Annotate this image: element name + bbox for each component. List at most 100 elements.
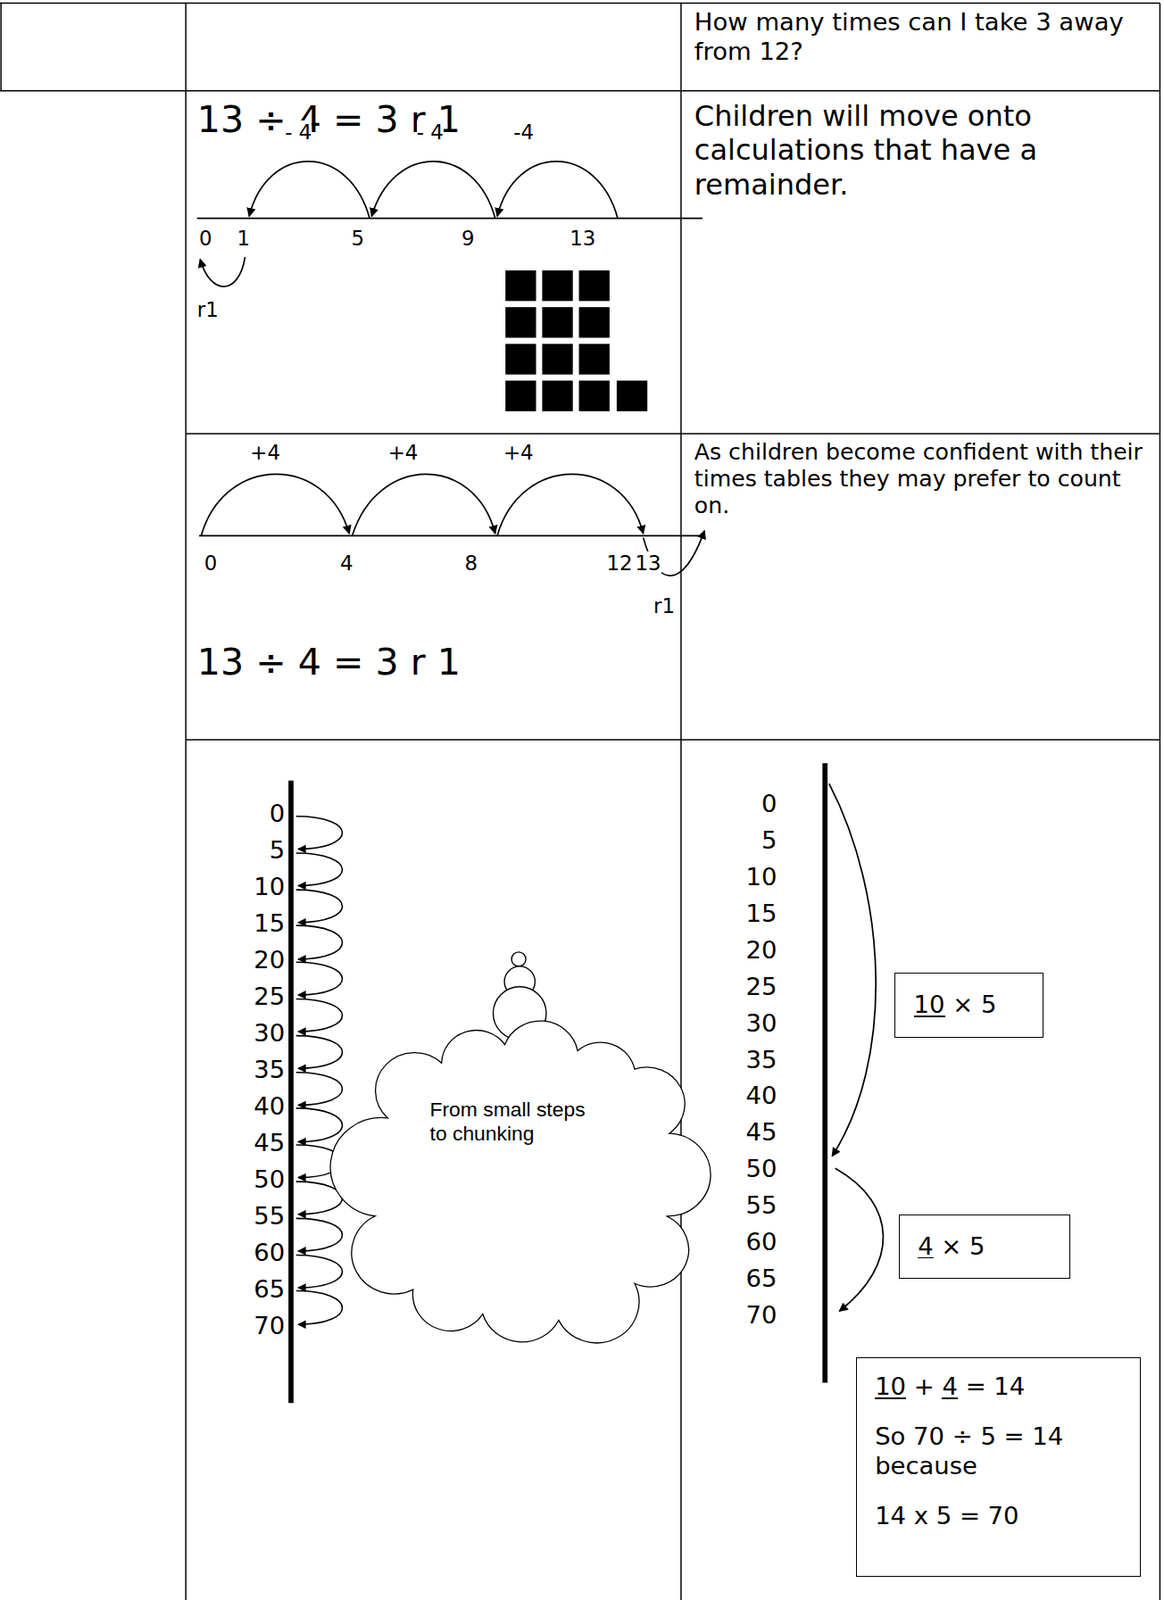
step-arc — [296, 925, 343, 960]
scale-number: 0 — [761, 789, 777, 820]
tick-number: 5 — [350, 226, 365, 251]
table-rule — [0, 2, 1, 91]
scale-number: 15 — [253, 909, 285, 940]
underline — [941, 1397, 957, 1400]
scale-number: 30 — [253, 1019, 285, 1049]
chunk-arc — [829, 783, 876, 1156]
counter-square — [505, 270, 536, 301]
cloud-outline — [362, 1026, 680, 1333]
jump-label: +4 — [388, 440, 419, 466]
step-arc — [296, 1255, 343, 1289]
tick-number: 13 — [569, 226, 596, 251]
chunk-arc — [835, 1168, 884, 1312]
cell-text: Children will move onto calculations tha… — [694, 99, 1144, 202]
tick-number: 9 — [461, 226, 475, 251]
step-arc — [296, 962, 343, 996]
counter-square — [579, 381, 610, 412]
cloud-outline — [330, 1021, 711, 1344]
counter-square — [616, 381, 648, 412]
box-text: 14 x 5 = 70 — [874, 1502, 1122, 1532]
scale-number: 45 — [253, 1129, 285, 1159]
step-arc — [296, 998, 343, 1032]
scale-number: 55 — [746, 1191, 778, 1222]
counter-square — [541, 307, 573, 338]
tick-number: 12 — [606, 551, 632, 576]
scale-number: 10 — [253, 873, 285, 903]
step-arc — [296, 853, 343, 887]
summary-box: 10 + 4 = 14 So 70 ÷ 5 = 14 because 14 x 5 … — [856, 1357, 1141, 1578]
scale-number: 20 — [253, 946, 285, 976]
counter-square — [505, 381, 536, 412]
scale-number: 40 — [746, 1081, 778, 1112]
scale-number: 10 — [746, 863, 778, 893]
scale-number: 35 — [253, 1055, 285, 1086]
number-line — [197, 217, 703, 220]
jump-arc — [249, 161, 370, 219]
cell-text: As children become confident with their … — [694, 439, 1149, 521]
scale-number: 60 — [253, 1238, 285, 1269]
calculation: 13 ÷ 4 = 3 r 1 — [197, 640, 461, 685]
table-rule — [680, 2, 682, 1600]
counter-square — [579, 307, 610, 338]
step-arc — [296, 1036, 343, 1070]
scale-number: 5 — [761, 826, 777, 857]
counter-square — [579, 343, 610, 375]
counter-square — [541, 343, 573, 375]
table-rule — [1159, 2, 1161, 1600]
tick-number: 1 — [236, 226, 250, 251]
step-arc — [296, 1072, 343, 1106]
scale-number: 20 — [746, 936, 778, 966]
tick-number: 4 — [340, 551, 354, 576]
jump-label: +4 — [249, 440, 281, 466]
scale-number: 25 — [746, 972, 778, 1003]
counter-square — [541, 381, 573, 412]
scale-number: 55 — [253, 1202, 285, 1232]
thought-cloud: From small steps to chunking — [362, 1026, 680, 1333]
thought-bubble — [511, 952, 526, 967]
table-rule — [185, 739, 1160, 740]
remainder-arc — [199, 257, 245, 287]
jump-arc — [497, 161, 618, 219]
cell-text: How many times can I take 3 away from 12… — [694, 8, 1144, 67]
step-arc — [296, 1218, 343, 1252]
jump-label: -4 — [513, 120, 534, 145]
step-arc — [296, 1108, 343, 1143]
scale-number: 65 — [746, 1264, 778, 1295]
remainder-label: r1 — [197, 298, 219, 323]
scale-number: 70 — [253, 1312, 285, 1342]
jump-label: - 4 — [416, 120, 444, 145]
scale-number: 30 — [746, 1009, 778, 1040]
tick-number: 8 — [464, 551, 478, 576]
cloud-text: From small steps to chunking — [430, 1097, 599, 1148]
table-rule — [184, 2, 186, 1600]
jump-arc — [200, 473, 350, 536]
tick-number: 13 — [634, 551, 661, 576]
table-rule — [0, 90, 1160, 92]
jump-arc — [371, 161, 495, 219]
vertical-number-line — [822, 763, 828, 1383]
step-arc — [296, 816, 343, 850]
scale-number: 65 — [253, 1275, 285, 1306]
number-line — [199, 534, 705, 537]
box-text: 10 + 4 = 14 — [874, 1372, 1122, 1403]
scale-number: 5 — [269, 836, 285, 866]
scale-number: 15 — [746, 899, 778, 930]
jump-label: +4 — [503, 440, 534, 466]
underline — [874, 1397, 907, 1400]
table-rule — [0, 2, 1160, 4]
vertical-number-line — [288, 781, 294, 1405]
box-text: So 70 ÷ 5 = 14 because — [874, 1422, 1122, 1482]
jump-arc — [352, 473, 496, 536]
scale-number: 50 — [253, 1165, 285, 1196]
table-rule — [185, 432, 1160, 434]
underline — [917, 1257, 933, 1260]
scale-number: 25 — [253, 982, 285, 1013]
box-text: 4 × 5 — [917, 1232, 1051, 1263]
label-box: 10 × 5 — [894, 972, 1044, 1039]
step-arc — [296, 889, 343, 923]
scale-number: 70 — [746, 1301, 778, 1331]
scale-number: 40 — [253, 1092, 285, 1123]
scale-number: 45 — [746, 1118, 778, 1148]
tick-number: 0 — [204, 551, 218, 576]
